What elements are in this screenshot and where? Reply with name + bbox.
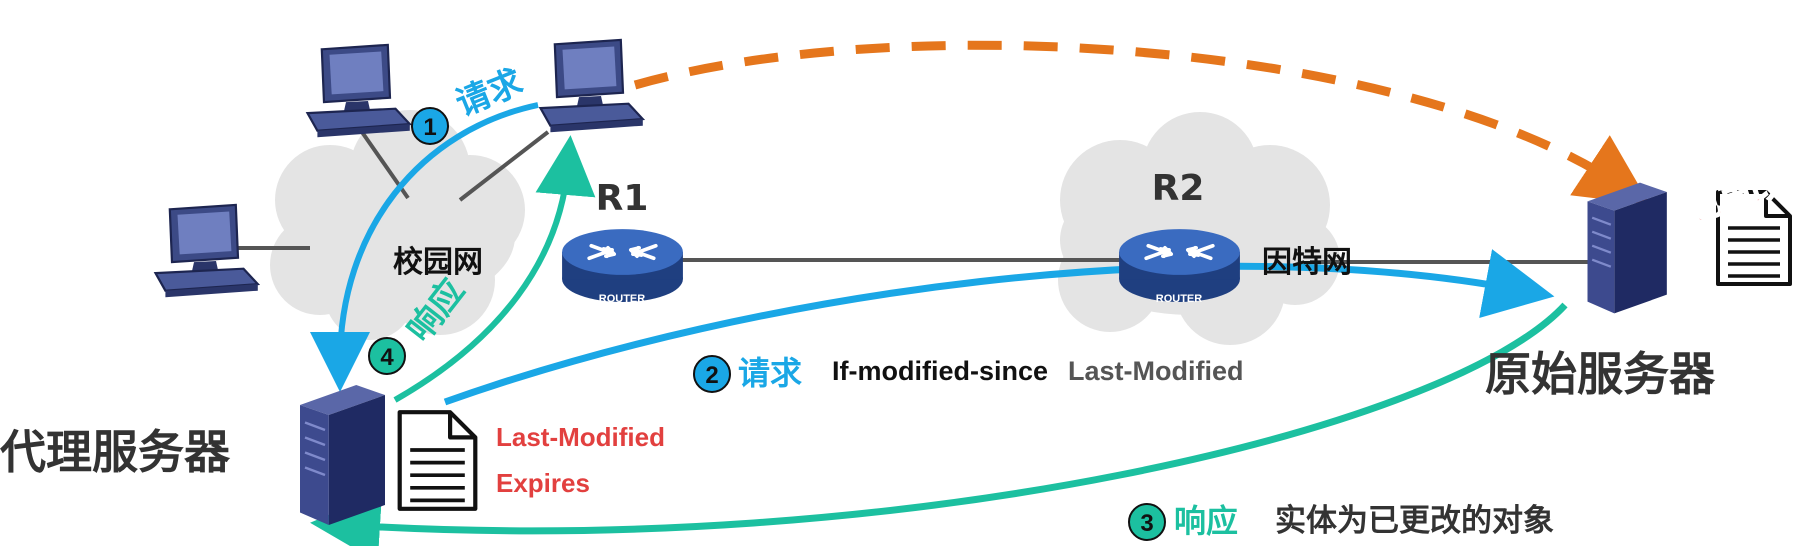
proxy-server-label: 代理服务器 — [0, 425, 231, 479]
step2-number: 2 — [705, 362, 718, 389]
step2-value: Last-Modified — [1068, 356, 1244, 386]
router-r2-name: R2 — [1152, 168, 1205, 209]
step1-request-arrow — [310, 102, 539, 392]
computer-icon[interactable] — [154, 203, 259, 299]
step4-number: 4 — [380, 344, 394, 371]
origin-server-label: 原始服务器 — [1485, 347, 1716, 401]
router-r1-badge: ROUTER — [599, 293, 646, 305]
router-r2-badge: ROUTER — [1156, 293, 1203, 305]
internet-label: 因特网 — [1262, 245, 1352, 280]
step2-request-arrow — [443, 249, 1555, 406]
router-r1-name: R1 — [596, 178, 649, 219]
campus-network-label: 校园网 — [393, 245, 483, 280]
server-icon[interactable] — [1586, 181, 1669, 315]
router-icon[interactable] — [1117, 227, 1242, 304]
step3-detail: 实体为已更改的对象 — [1275, 503, 1554, 539]
internet-cloud-icon — [1058, 112, 1340, 345]
server-icon[interactable] — [298, 383, 387, 527]
step1-badge — [411, 107, 449, 145]
router-icon[interactable] — [560, 227, 685, 304]
step4-badge — [368, 337, 406, 375]
computer-icon[interactable] — [539, 38, 644, 134]
step3-response-arrow — [310, 302, 1568, 546]
step2-header: If-modified-since — [832, 356, 1048, 386]
step3-label: 响应 — [1174, 502, 1238, 540]
step2-badge — [693, 355, 731, 393]
proxy-doc-last-modified: Last-Modified — [496, 422, 665, 452]
step3-number: 3 — [1140, 510, 1153, 537]
proxy-doc-expires: Expires — [496, 468, 590, 498]
step2-label: 请求 — [738, 354, 802, 392]
document-icon — [400, 412, 476, 509]
dashed-check-arrow — [633, 40, 1651, 205]
step4-response-arrow — [393, 135, 596, 403]
step1-label: 请求 — [450, 62, 528, 125]
step1-number: 1 — [423, 114, 436, 141]
campus-cloud-icon — [270, 110, 525, 340]
step3-badge — [1128, 503, 1166, 541]
computer-icon[interactable] — [306, 43, 411, 139]
